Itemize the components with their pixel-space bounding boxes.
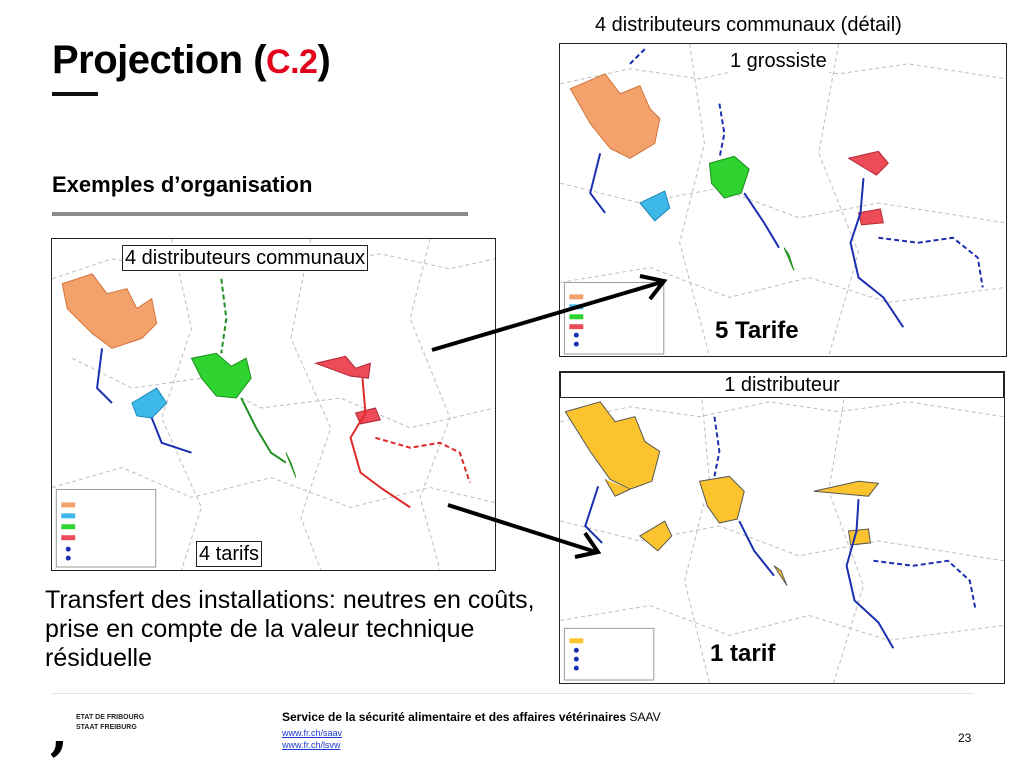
title-dash [52, 92, 98, 96]
map-left-illustration [52, 239, 495, 570]
slide-subtitle: Exemples d’organisation [52, 172, 313, 197]
service-bold: Service de la sécurité alimentaire et de… [282, 710, 627, 724]
map-left-label: 4 distributeurs communaux [122, 245, 369, 271]
service-abbr: SAAV [629, 710, 661, 724]
transfer-paragraph: Transfert des installations: neutres en … [45, 586, 535, 672]
map-top-right-sublabel: 1 grossiste [728, 49, 829, 73]
map-left-caption: 4 tarifs [196, 541, 263, 567]
map-bottom-right-illustration [560, 372, 1004, 683]
title-text: Projection ( [52, 38, 267, 82]
footer-rule [52, 693, 974, 694]
service-name: Service de la sécurité alimentaire et de… [282, 710, 661, 724]
slide-title: Projection (C.2) [52, 38, 331, 83]
map-top-right-illustration [560, 44, 1006, 356]
subtitle-rule [52, 212, 468, 216]
title-close: ) [317, 38, 331, 82]
title-code: C.2 [266, 43, 318, 81]
map-bottom-right-caption: 1 tarif [710, 640, 776, 667]
map-top-right-caption: 5 Tarife [715, 317, 799, 344]
map-left: 4 distributeurs communaux 4 tarifs [51, 238, 496, 571]
map-top-right-label: 4 distributeurs communaux (détail) [593, 13, 904, 37]
page-number: 23 [958, 731, 972, 745]
link-saav[interactable]: www.fr.ch/saav [282, 728, 343, 738]
fribourg-comma-logo-icon: , [50, 701, 69, 762]
map-bottom-right-label: 1 distributeur [560, 372, 1004, 398]
org-line1: ETAT DE FRIBOURG [76, 714, 145, 721]
link-lsvw[interactable]: www.fr.ch/lsvw [282, 740, 341, 750]
org-line2: STAAT FREIBURG [76, 724, 137, 731]
map-bottom-right: 1 distributeur 1 tarif [559, 371, 1005, 684]
map-top-right: 1 grossiste [559, 43, 1007, 357]
org-name: ETAT DE FRIBOURG STAAT FREIBURG [76, 713, 144, 733]
